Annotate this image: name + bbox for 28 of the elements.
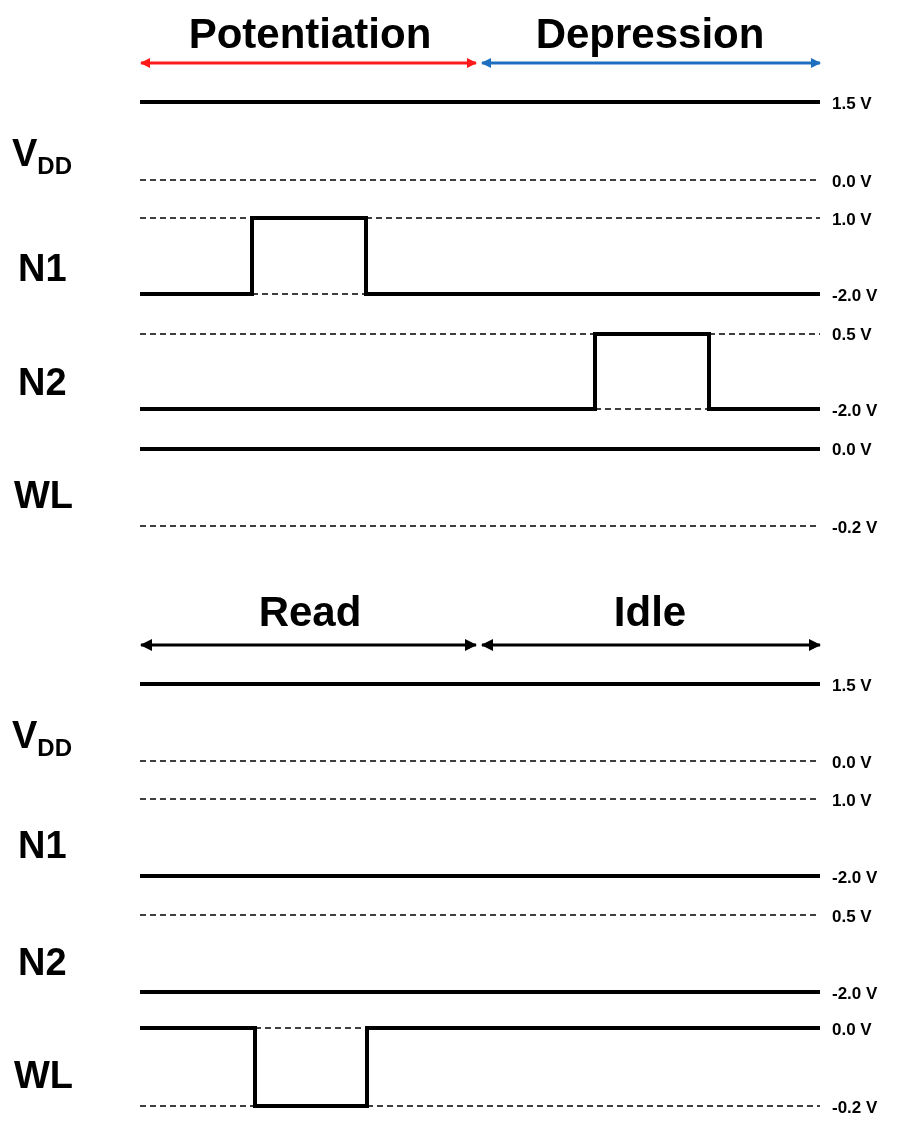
signal-name: N1: [18, 826, 67, 864]
signal-name: N2: [18, 363, 67, 401]
signal-name: WL: [14, 1056, 74, 1094]
signal-name: N1: [18, 249, 67, 287]
phase-label: Potentiation: [188, 13, 432, 55]
voltage-label: -2.0 V: [832, 984, 878, 1002]
voltage-label: 0.5 V: [832, 325, 872, 343]
signal-name: WL: [14, 476, 74, 514]
voltage-label: -0.2 V: [832, 1098, 878, 1116]
voltage-label: 0.5 V: [832, 907, 872, 925]
voltage-label: 0.0 V: [832, 440, 872, 458]
voltage-label: -2.0 V: [832, 868, 878, 886]
voltage-label: 0.0 V: [832, 172, 872, 190]
voltage-label: 1.5 V: [832, 94, 872, 112]
voltage-label: 1.0 V: [832, 210, 872, 228]
signal-name: N2: [18, 943, 67, 981]
voltage-label: -0.2 V: [832, 518, 878, 536]
phase-label: Idle: [613, 591, 687, 633]
voltage-label: -2.0 V: [832, 401, 878, 419]
voltage-label: 0.0 V: [832, 753, 872, 771]
voltage-label: 0.0 V: [832, 1020, 872, 1038]
voltage-label: -2.0 V: [832, 286, 878, 304]
voltage-label: 1.5 V: [832, 676, 872, 694]
phase-label: Read: [258, 591, 362, 633]
phase-label: Depression: [535, 13, 765, 55]
signal-name: V$_{DD}$: [12, 716, 73, 760]
voltage-label: 1.0 V: [832, 791, 872, 809]
signal-name: V$_{DD}$: [12, 134, 73, 178]
